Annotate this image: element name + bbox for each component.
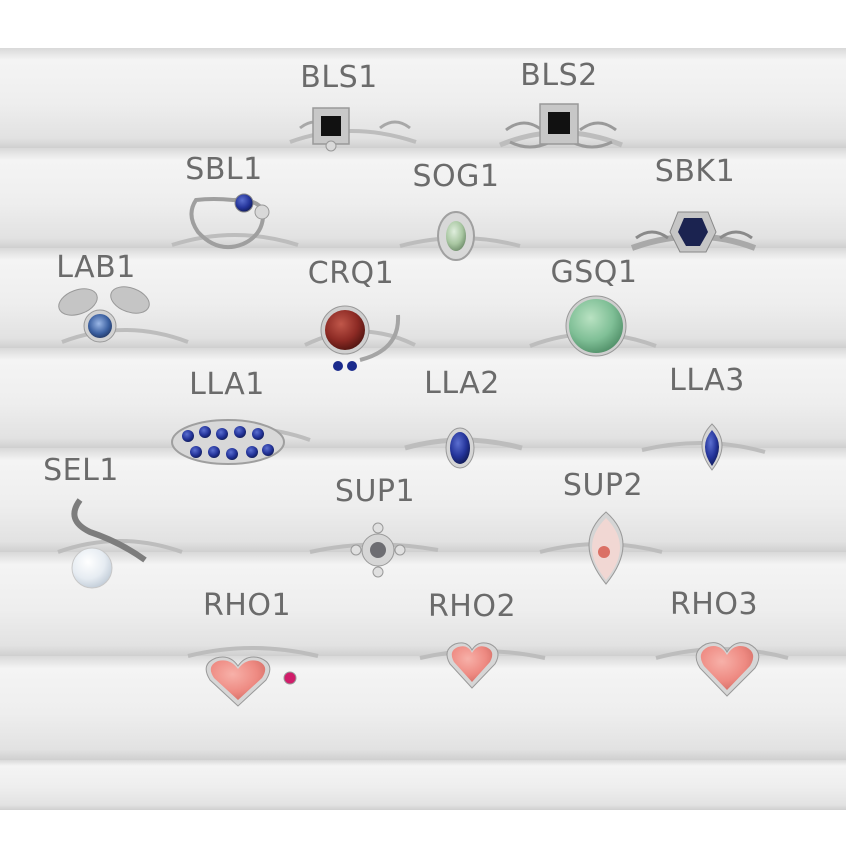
- ring-gsq1: [529, 295, 657, 357]
- ring-sog1: [399, 211, 521, 261]
- ring-sup1: [309, 522, 439, 578]
- label-crq1: CRQ1: [307, 256, 395, 291]
- label-rho1: RHO1: [202, 588, 292, 623]
- label-sog1: SOG1: [412, 159, 500, 194]
- ring-bls1: [289, 107, 417, 152]
- label-sbl1: SBL1: [185, 152, 263, 187]
- label-sbk1: SBK1: [654, 154, 736, 189]
- label-lla3: LLA3: [669, 363, 745, 398]
- ring-lla2: [404, 427, 523, 469]
- cushion-row: [0, 348, 846, 448]
- ring-sel1: [57, 498, 183, 589]
- ring-lla1: [171, 419, 311, 465]
- label-bls1: BLS1: [300, 60, 378, 95]
- label-rho2: RHO2: [427, 589, 517, 624]
- ring-rho1: [187, 646, 319, 707]
- ring-lab1: [58, 286, 189, 344]
- cushion-row: [0, 552, 846, 656]
- label-lab1: LAB1: [56, 250, 136, 285]
- ring-bls2: [499, 103, 623, 149]
- ring-rho2: [419, 642, 546, 689]
- label-sel1: SEL1: [43, 453, 119, 488]
- label-bls2: BLS2: [520, 58, 598, 93]
- label-gsq1: GSQ1: [550, 255, 638, 290]
- label-sup2: SUP2: [562, 468, 644, 503]
- cushion-row: [0, 48, 846, 148]
- ring-sbl1: [171, 193, 299, 249]
- ring-crq1: [304, 305, 416, 371]
- label-rho3: RHO3: [669, 587, 759, 622]
- ring-lla3: [641, 423, 766, 471]
- cushion-row: [0, 448, 846, 552]
- label-lla2: LLA2: [424, 366, 500, 401]
- ring-sup2: [539, 511, 663, 585]
- label-lla1: LLA1: [189, 367, 265, 402]
- ring-sbk1: [630, 211, 757, 253]
- label-sup1: SUP1: [334, 474, 416, 509]
- ring-rho3: [655, 642, 789, 697]
- cushion-row: [0, 760, 846, 810]
